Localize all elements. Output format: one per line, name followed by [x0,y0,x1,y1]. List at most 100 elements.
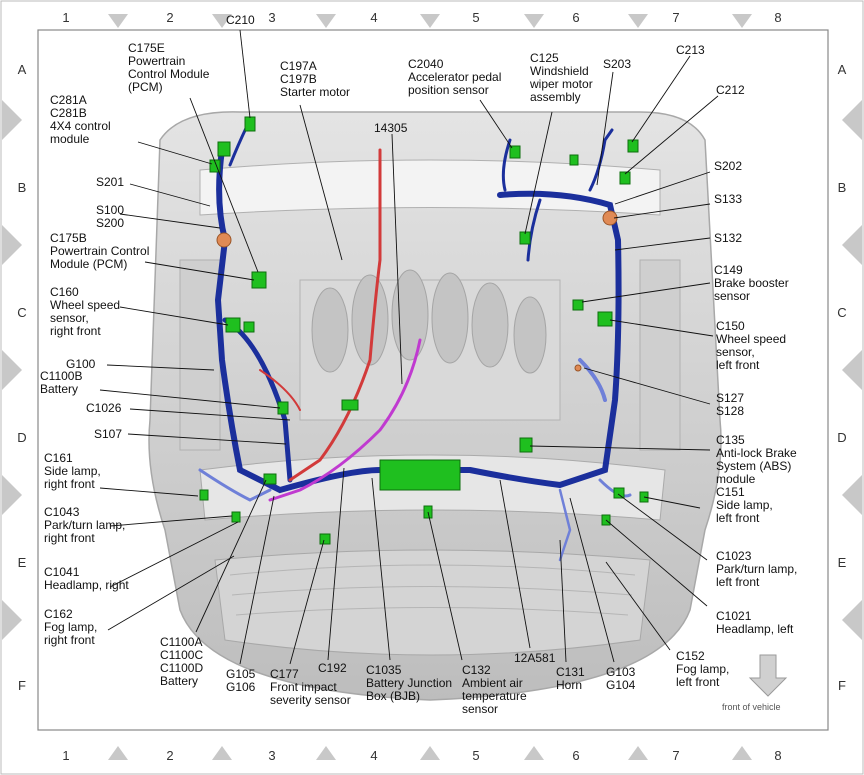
label-s201: S201 [96,176,124,189]
label-c192-line-1: C192 [318,661,347,675]
grid-col-5-bottom: 5 [472,748,480,763]
grid-row-a-right: A [837,62,847,77]
label-c135-line-1: C135 [716,433,745,447]
label-c192: C192 [318,662,347,675]
label-c152-line-1: C152 [676,649,705,663]
front-of-vehicle-arrow-icon [748,654,788,697]
grid-col-1: 1 [62,10,70,25]
label-c160-line-2: Wheel speed [50,298,121,312]
label-14305-line-1: 14305 [374,121,408,135]
grid-col-5: 5 [472,10,480,25]
label-c135-line-2: Anti-lock Brake [716,446,797,460]
label-s107: S107 [94,428,122,441]
label-c1023-line-1: C1023 [716,549,752,563]
label-c177-line-1: C177 [270,667,299,681]
connectors [199,116,649,545]
grid-row-a: A [17,62,27,77]
label-s127-s128-line-1: S127 [716,391,745,405]
label-c150-line-1: C150 [716,319,745,333]
label-s100-s200-line-1: S100 [96,203,125,217]
grid-col-3-bottom: 3 [268,748,276,763]
label-c1026: C1026 [86,402,121,415]
label-c151-line-1: C151 [716,485,745,499]
label-c150-line-3: sensor, [716,345,755,359]
label-c1023-line-3: left front [716,575,760,589]
label-c125-line-3: wiper motor [530,77,593,91]
label-c132-line-4: sensor [462,702,499,716]
grid-markers-vertical [2,100,862,640]
label-c150-line-2: Wheel speed [716,332,787,346]
grid-row-e: E [17,555,27,570]
label-s133-line-1: S133 [714,192,743,206]
label-c1100b-line-2: Battery [40,382,79,396]
grid-row-f: F [18,678,26,693]
label-s203-line-1: S203 [603,57,632,71]
grid-col-8-bottom: 8 [774,748,782,763]
label-c160-line-4: right front [50,324,101,338]
label-g103-g104-line-2: G104 [606,678,636,692]
label-c125-line-2: Windshield [530,64,589,78]
battery-junction-box [379,459,461,491]
label-s203: S203 [603,58,631,71]
grid-col-8: 8 [774,10,782,25]
label-g105-g106-line-2: G106 [226,680,256,694]
label-c197-line-2: C197B [280,72,317,86]
label-c1041-line-2: Headlamp, right [44,578,129,592]
label-c1100a-line-1: C1100A [160,635,203,649]
label-c151-line-2: Side lamp, [716,498,773,512]
label-g105-g106-line-1: G105 [226,667,256,681]
grid-col-2: 2 [166,10,174,25]
label-c132-line-1: C132 [462,663,491,677]
label-s100-s200-line-2: S200 [96,216,125,230]
label-c1021-line-2: Headlamp, left [716,622,794,636]
label-c152-line-2: Fog lamp, [676,662,730,676]
label-c197-line-1: C197A [280,59,317,73]
label-c2040-line-1: C2040 [408,57,444,71]
label-c149-line-1: C149 [714,263,743,277]
label-c161-line-3: right front [44,477,95,491]
label-c1043-line-3: right front [44,531,95,545]
label-s202-line-1: S202 [714,159,743,173]
label-14305: 14305 [374,122,407,135]
label-c132-line-2: Ambient air [462,676,523,690]
label-c1100a-line-3: C1100D [160,661,204,675]
grid-row-b-right: B [837,180,847,195]
leader-lines [99,29,719,665]
label-c210-line-1: C210 [226,13,255,27]
grid-col-4-bottom: 4 [370,748,378,763]
label-c161-line-1: C161 [44,451,73,465]
grid-col-6-bottom: 6 [572,748,580,763]
label-c160-line-1: C160 [50,285,79,299]
label-c212: C212 [716,84,745,97]
label-c1021-line-1: C1021 [716,609,752,623]
grid-row-e-right: E [837,555,847,570]
grid-row-d-right: D [837,430,847,445]
label-c175e-line-2: Powertrain [128,54,186,68]
label-c212-line-1: C212 [716,83,745,97]
grid-col-7-bottom: 7 [672,748,680,763]
label-s127-s128-line-2: S128 [716,404,745,418]
label-s107-line-1: S107 [94,427,123,441]
label-c175e-line-3: Control Module [128,67,210,81]
label-c160-line-3: sensor, [50,311,89,325]
label-g100: G100 [66,358,95,371]
label-c125-line-1: C125 [530,51,559,65]
grid-col-4: 4 [370,10,378,25]
label-s133: S133 [714,193,742,206]
